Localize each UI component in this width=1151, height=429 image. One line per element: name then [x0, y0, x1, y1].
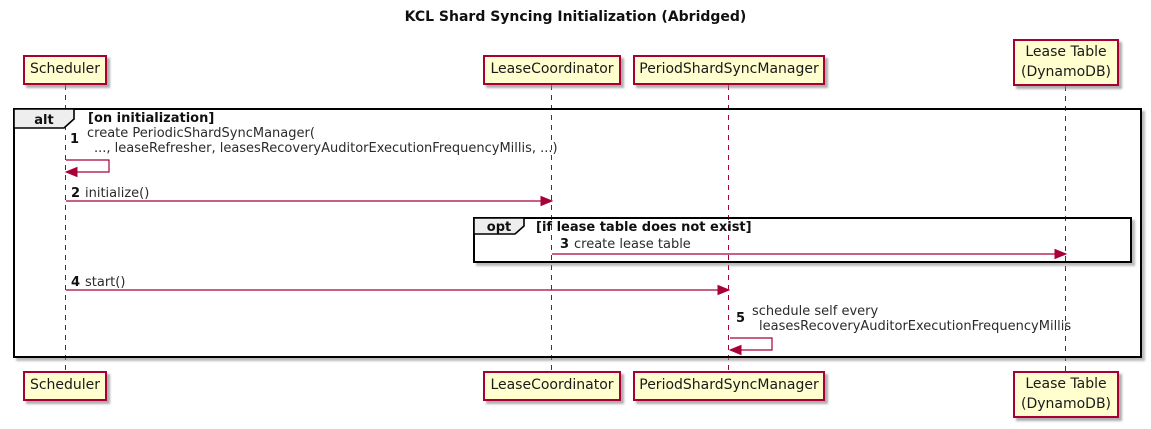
opt-frame-condition: [if lease table does not exist] — [536, 220, 752, 235]
participant-lease-coordinator-top: LeaseCoordinator — [483, 55, 621, 85]
alt-frame-label-pentagon: alt — [13, 108, 75, 129]
participant-scheduler-top: Scheduler — [23, 55, 107, 85]
participant-lease-table-bottom-label-line2: (DynamoDB) — [1020, 395, 1112, 412]
participant-scheduler-bottom-label: Scheduler — [29, 377, 101, 394]
message-3-text: create lease table — [574, 237, 691, 252]
alt-frame-condition: [on initialization] — [88, 111, 215, 126]
participant-lease-coordinator-bottom: LeaseCoordinator — [483, 371, 621, 401]
participant-period-shard-sync-manager-top-label: PeriodShardSyncManager — [639, 61, 819, 78]
alt-frame — [13, 108, 1142, 358]
message-2-number: 2 — [71, 186, 81, 201]
message-4-text: start() — [85, 275, 126, 290]
message-1-text-line1: create PeriodicShardSyncManager( — [87, 126, 315, 141]
message-1-number: 1 — [70, 132, 80, 147]
participant-period-shard-sync-manager-bottom: PeriodShardSyncManager — [633, 371, 825, 401]
message-2-text: initialize() — [85, 186, 150, 201]
alt-frame-label: alt — [34, 113, 53, 128]
participant-lease-table-top-label-line2: (DynamoDB) — [1020, 63, 1112, 80]
message-4-arrow — [66, 284, 731, 296]
participant-lease-table-bottom-label-line1: Lease Table — [1025, 375, 1107, 392]
message-1-self-arrow — [64, 159, 110, 178]
message-2-arrow — [66, 195, 554, 207]
message-3-number: 3 — [560, 237, 570, 252]
opt-frame-label: opt — [487, 220, 511, 235]
message-3-arrow — [552, 248, 1068, 260]
opt-frame-label-pentagon: opt — [473, 217, 525, 235]
participant-scheduler-bottom: Scheduler — [23, 371, 107, 401]
participant-lease-table-top-label-line1: Lease Table — [1025, 43, 1107, 60]
participant-lease-table-bottom: Lease Table (DynamoDB) — [1013, 371, 1119, 418]
participant-scheduler-top-label: Scheduler — [29, 61, 101, 78]
message-5-text-line1: schedule self every — [752, 304, 879, 319]
participant-period-shard-sync-manager-top: PeriodShardSyncManager — [633, 55, 825, 85]
participant-lease-coordinator-bottom-label: LeaseCoordinator — [490, 377, 614, 394]
message-4-number: 4 — [71, 275, 81, 290]
message-5-text-line2: leasesRecoveryAuditorExecutionFrequencyM… — [759, 319, 1072, 334]
message-5-number: 5 — [736, 311, 746, 326]
participant-lease-coordinator-top-label: LeaseCoordinator — [490, 61, 614, 78]
participant-lease-table-top: Lease Table (DynamoDB) — [1013, 39, 1119, 86]
message-5-self-arrow — [728, 337, 773, 356]
opt-frame — [473, 217, 1132, 263]
message-1-text-line2: ..., leaseRefresher, leasesRecoveryAudit… — [94, 141, 558, 156]
participant-period-shard-sync-manager-bottom-label: PeriodShardSyncManager — [639, 377, 819, 394]
diagram-title: KCL Shard Syncing Initialization (Abridg… — [404, 9, 747, 25]
